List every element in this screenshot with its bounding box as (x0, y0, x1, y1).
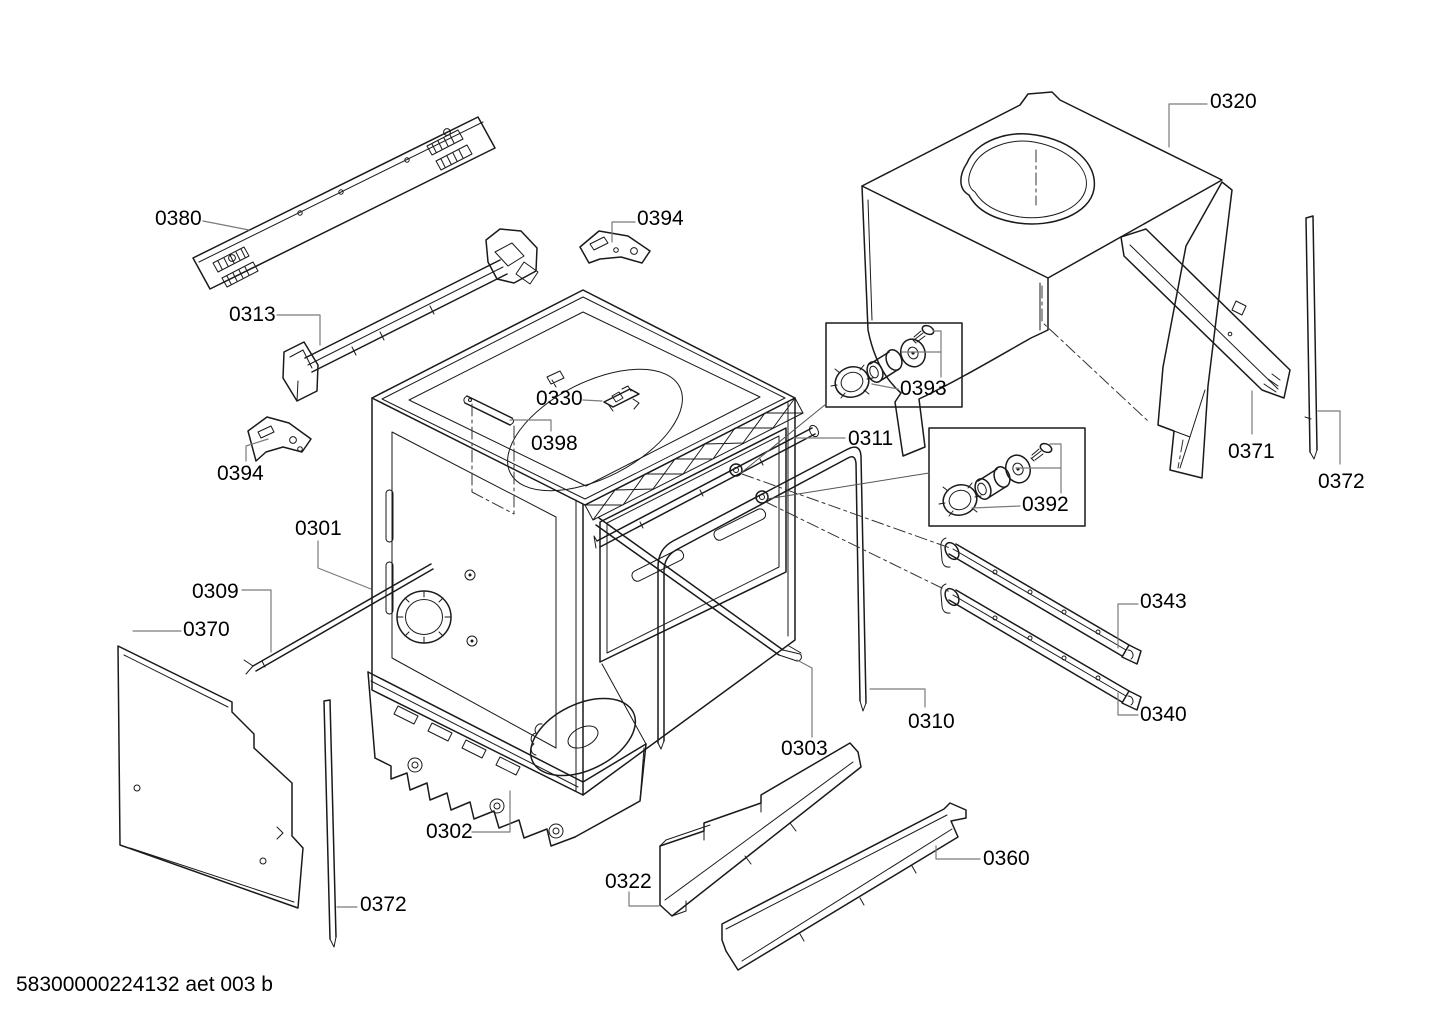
part-0340-rail (940, 583, 1142, 711)
part-label-0394-top: 0394 (637, 207, 684, 230)
part-0394-bracket-top (579, 230, 651, 264)
projection-lines (740, 403, 951, 593)
part-0360-insulation-rail (721, 802, 967, 971)
part-label-0302: 0302 (426, 820, 473, 843)
part-label-0322: 0322 (605, 870, 652, 893)
leader-lines (132, 103, 1341, 908)
part-0302-base-assembly (367, 663, 647, 847)
part-label-0303: 0303 (781, 737, 828, 760)
part-label-0360: 0360 (983, 847, 1030, 870)
part-label-0380: 0380 (155, 207, 202, 230)
part-label-0310: 0310 (908, 710, 955, 733)
part-label-0309: 0309 (192, 580, 239, 603)
part-label-0301: 0301 (295, 517, 342, 540)
part-0371-plate (1120, 228, 1291, 399)
part-label-0398: 0398 (531, 432, 578, 455)
part-0380-vent-plate (192, 116, 496, 290)
part-0343-rail (940, 537, 1142, 665)
part-0398-strip (463, 395, 515, 515)
part-0370-side-panel (117, 645, 304, 909)
part-0330-clip (603, 385, 640, 412)
part-label-0393: 0393 (900, 377, 947, 400)
part-0394-bracket-left (247, 416, 312, 462)
document-code: 58300000224132 aet 003 b (16, 973, 273, 996)
part-label-0394-left: 0394 (217, 462, 264, 485)
part-0372-strip-left (323, 699, 337, 948)
part-0372-strip-right (1304, 215, 1318, 460)
part-0309-rod (243, 563, 434, 675)
part-0322-insulation (659, 742, 862, 917)
part-label-0370: 0370 (183, 618, 230, 641)
part-0313-mounting-rail (282, 228, 539, 402)
part-label-0371: 0371 (1228, 440, 1275, 463)
part-label-0343: 0343 (1140, 590, 1187, 613)
part-0320-housing (861, 91, 1233, 479)
part-label-0340: 0340 (1140, 703, 1187, 726)
part-0303-door-seal (595, 517, 802, 662)
part-label-0372-left: 0372 (360, 893, 407, 916)
part-label-0311: 0311 (848, 427, 894, 450)
part-label-0392: 0392 (1022, 493, 1069, 516)
part-0310-tub-gasket (657, 446, 867, 750)
kit-0392-fastening-set (928, 427, 1086, 527)
part-0311-rail (593, 424, 819, 549)
kit-0393-fastening-set (825, 322, 963, 408)
part-0301-tub (371, 289, 804, 796)
part-label-0372-right: 0372 (1318, 470, 1365, 493)
part-label-0313: 0313 (229, 303, 276, 326)
part-label-0320: 0320 (1210, 90, 1257, 113)
part-label-0330: 0330 (536, 387, 583, 410)
